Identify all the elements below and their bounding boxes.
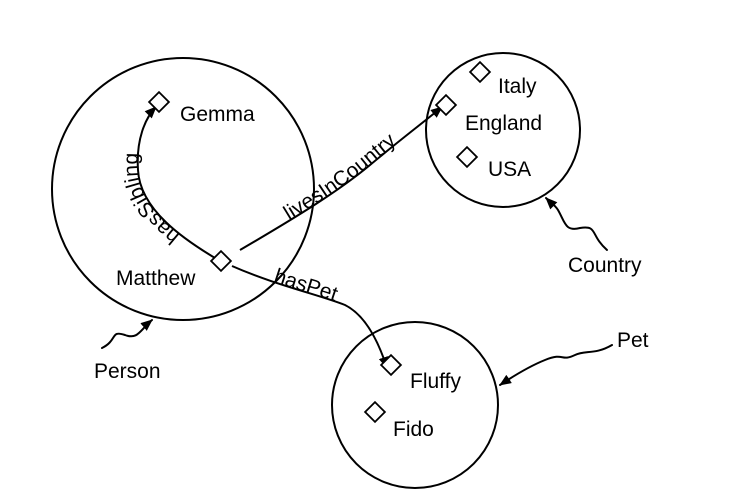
fluffy-label: Fluffy (410, 370, 461, 393)
person-class-label: Person (94, 360, 161, 383)
has-pet-edge (231, 265, 389, 369)
fido-node (363, 400, 387, 424)
pet-pointer (499, 344, 613, 386)
usa-label: USA (488, 158, 531, 181)
fluffy-node (379, 353, 403, 377)
has-pet-label: hasPet (271, 265, 341, 307)
matthew-label: Matthew (116, 267, 196, 290)
gemma-label: Gemma (180, 103, 255, 126)
lives-in-country-label: livesInCountry (280, 129, 401, 225)
italy-node (468, 60, 492, 84)
england-node (434, 93, 458, 117)
usa-node (455, 145, 479, 169)
pet-class-circle (331, 321, 499, 489)
gemma-node (147, 90, 171, 114)
country-pointer (545, 197, 608, 251)
has-sibling-edge (136, 106, 216, 259)
lives-in-country-edge (239, 106, 443, 251)
pet-class-label: Pet (617, 329, 649, 352)
person-pointer (101, 319, 153, 349)
country-class-circle (425, 52, 581, 208)
matthew-node (209, 249, 233, 273)
fido-label: Fido (393, 418, 434, 441)
country-class-label: Country (568, 254, 642, 277)
england-label: England (465, 112, 542, 135)
person-class-circle (51, 57, 315, 321)
italy-label: Italy (498, 75, 537, 98)
has-sibling-label: hasSibling (120, 152, 184, 248)
